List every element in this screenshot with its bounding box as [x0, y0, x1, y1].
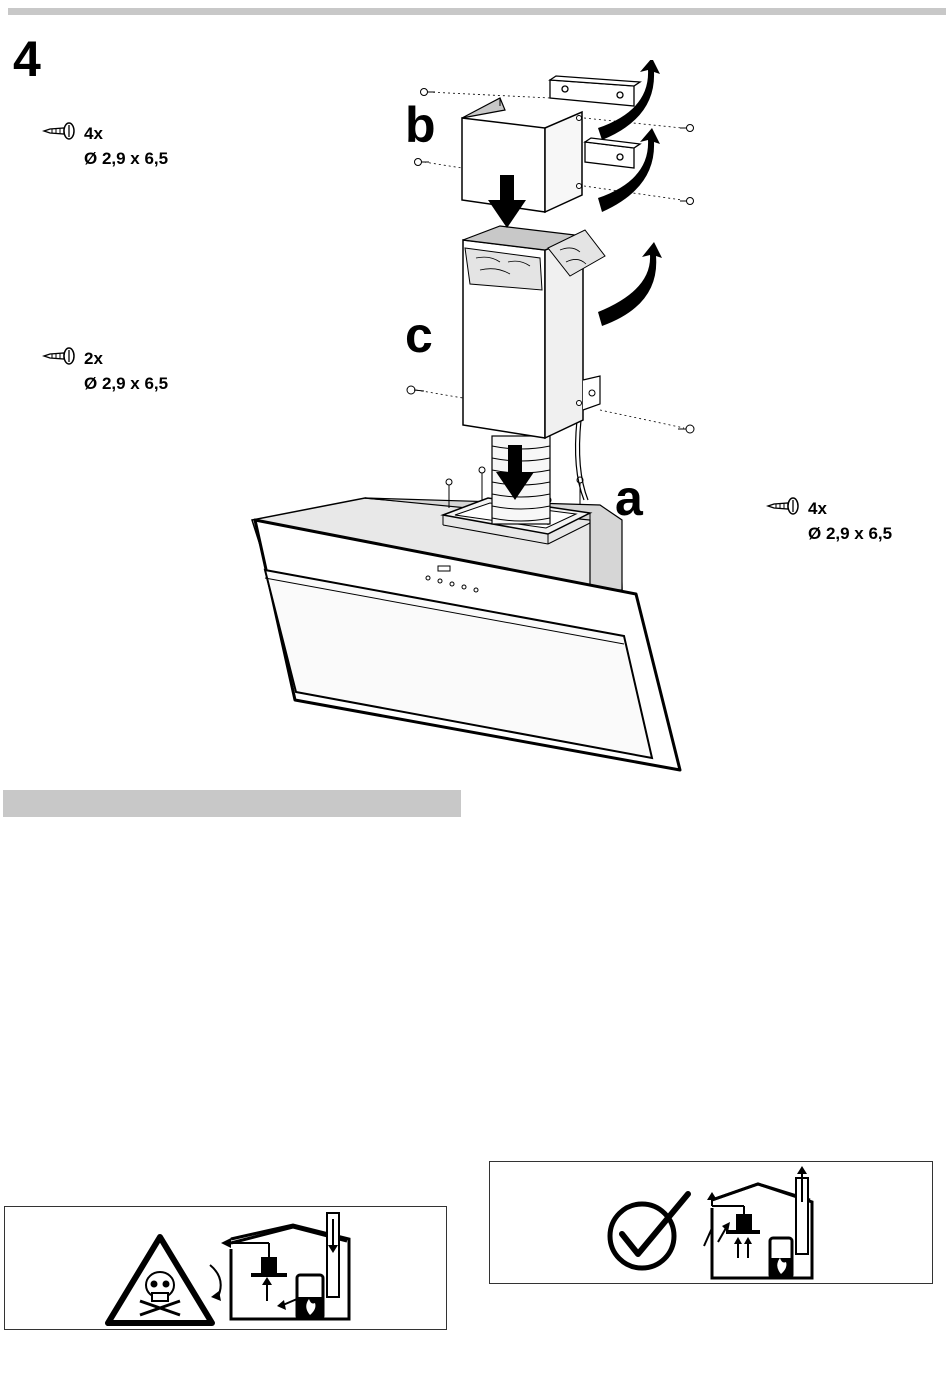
house-venting-correct-icon — [704, 1166, 812, 1278]
part-label-a: a — [615, 473, 643, 523]
screw-size: Ø 2,9 x 6,5 — [808, 521, 892, 546]
screw-icon — [42, 347, 78, 365]
house-venting-wrong-icon — [221, 1213, 349, 1319]
top-divider-bar — [8, 8, 946, 15]
correct-venting-box — [489, 1161, 933, 1284]
screw-quantity: 2x — [84, 346, 168, 371]
part-label-b: b — [405, 100, 436, 150]
screw-quantity: 4x — [84, 121, 168, 146]
screw-quantity: 4x — [808, 496, 892, 521]
cooker-hood-assembly-illustration — [230, 60, 710, 780]
section-divider-bar — [3, 790, 461, 817]
screw-callout-3: 4x Ø 2,9 x 6,5 — [766, 496, 892, 546]
checkmark-icon — [490, 1162, 932, 1283]
part-label-c: c — [405, 310, 433, 360]
screw-callout-2: 2x Ø 2,9 x 6,5 — [42, 346, 168, 396]
screw-icon — [766, 497, 802, 515]
skull-warning-icon — [5, 1207, 446, 1329]
screw-callout-1: 4x Ø 2,9 x 6,5 — [42, 121, 168, 171]
screw-size: Ø 2,9 x 6,5 — [84, 146, 168, 171]
screw-icon — [42, 122, 78, 140]
step-number: 4 — [13, 34, 41, 84]
warning-venting-box — [4, 1206, 447, 1330]
screw-size: Ø 2,9 x 6,5 — [84, 371, 168, 396]
